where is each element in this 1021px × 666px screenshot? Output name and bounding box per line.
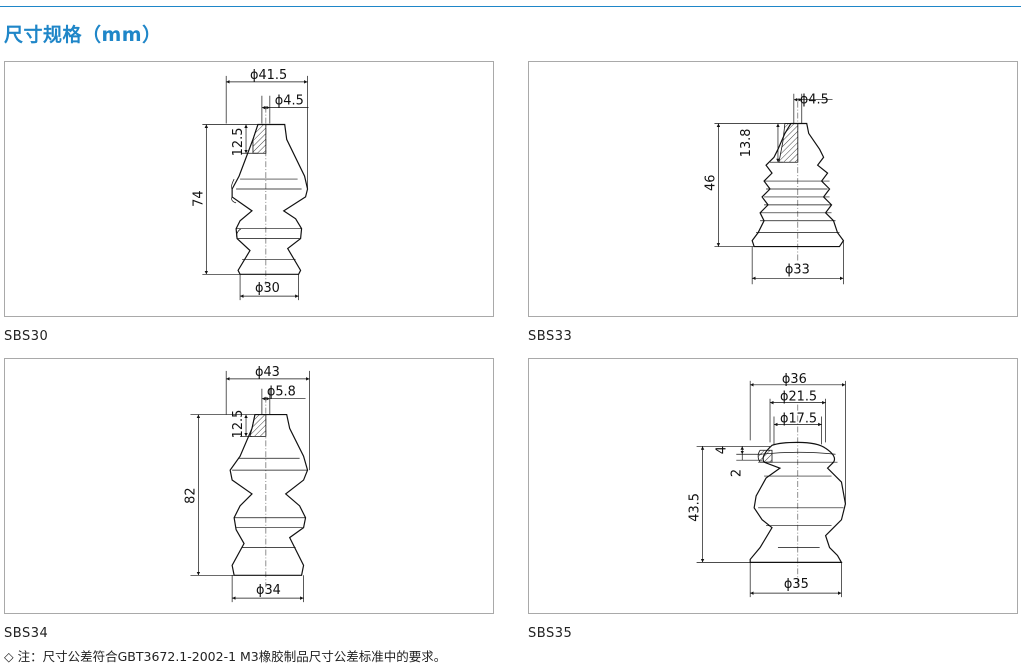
sbs33-total-height-label: 46 xyxy=(703,175,718,191)
sbs34-top-dia-label: ϕ43 xyxy=(255,365,280,380)
sbs35-total-height-label: 43.5 xyxy=(688,493,703,522)
model-caption-sbs33: SBS33 xyxy=(528,329,573,344)
drawing-panel-sbs34: ϕ43 ϕ5.8 12.5 82 ϕ34 xyxy=(4,358,494,614)
model-caption-sbs30: SBS30 xyxy=(4,329,49,344)
top-rule xyxy=(0,6,1021,7)
sbs33-neck-height-label: 13.8 xyxy=(739,129,754,158)
tolerance-note: ◇ 注：尺寸公差符合GBT3672.1-2002-1 M3橡胶制品尺寸公差标准中… xyxy=(4,646,446,665)
tolerance-note-text: 注：尺寸公差符合GBT3672.1-2002-1 M3橡胶制品尺寸公差标准中的要… xyxy=(17,649,447,664)
sbs34-total-height-label: 82 xyxy=(183,487,198,503)
sbs34-neck-height-label: 12.5 xyxy=(231,410,246,439)
sbs35-flange-height-label: 4 xyxy=(714,446,729,454)
sbs35-base-dia-label: ϕ35 xyxy=(784,577,809,592)
drawing-panel-sbs33: ϕ4.5 13.8 46 ϕ33 xyxy=(528,61,1018,317)
sbs34-hole-dia-label: ϕ5.8 xyxy=(267,385,296,400)
sbs35-technical-drawing: ϕ36 ϕ21.5 ϕ17.5 4 2 43.5 ϕ35 xyxy=(688,372,847,598)
sbs30-base-dia-label: ϕ30 xyxy=(255,281,280,296)
sbs30-technical-drawing: ϕ41.5 ϕ4.5 12.5 74 ϕ30 xyxy=(191,68,309,301)
sbs35-gap-height-label: 2 xyxy=(729,469,744,477)
sbs35-mid-dia-label: ϕ21.5 xyxy=(780,390,817,405)
sbs34-base-dia-label: ϕ34 xyxy=(256,583,281,598)
sbs30-hole-dia-label: ϕ4.5 xyxy=(275,94,304,109)
sbs34-technical-drawing: ϕ43 ϕ5.8 12.5 82 ϕ34 xyxy=(183,365,310,603)
diamond-outline-icon: ◇ xyxy=(4,649,14,664)
model-caption-sbs35: SBS35 xyxy=(528,626,573,641)
sbs33-base-dia-label: ϕ33 xyxy=(785,262,810,277)
sbs30-neck-height-label: 12.5 xyxy=(231,128,246,157)
sbs30-total-height-label: 74 xyxy=(191,190,206,206)
drawing-panel-sbs30: ϕ41.5 ϕ4.5 12.5 74 ϕ30 xyxy=(4,61,494,317)
page-title: 尺寸规格（mm） xyxy=(4,24,162,46)
model-caption-sbs34: SBS34 xyxy=(4,626,49,641)
sbs33-hole-dia-label: ϕ4.5 xyxy=(800,93,829,108)
sbs33-technical-drawing: ϕ4.5 13.8 46 ϕ33 xyxy=(703,93,845,285)
drawing-panel-sbs35: ϕ36 ϕ21.5 ϕ17.5 4 2 43.5 ϕ35 xyxy=(528,358,1018,614)
sbs35-top-dia-label: ϕ36 xyxy=(782,372,807,387)
sbs30-top-dia-label: ϕ41.5 xyxy=(250,68,287,83)
sbs35-hole-dia-label: ϕ17.5 xyxy=(780,412,817,427)
